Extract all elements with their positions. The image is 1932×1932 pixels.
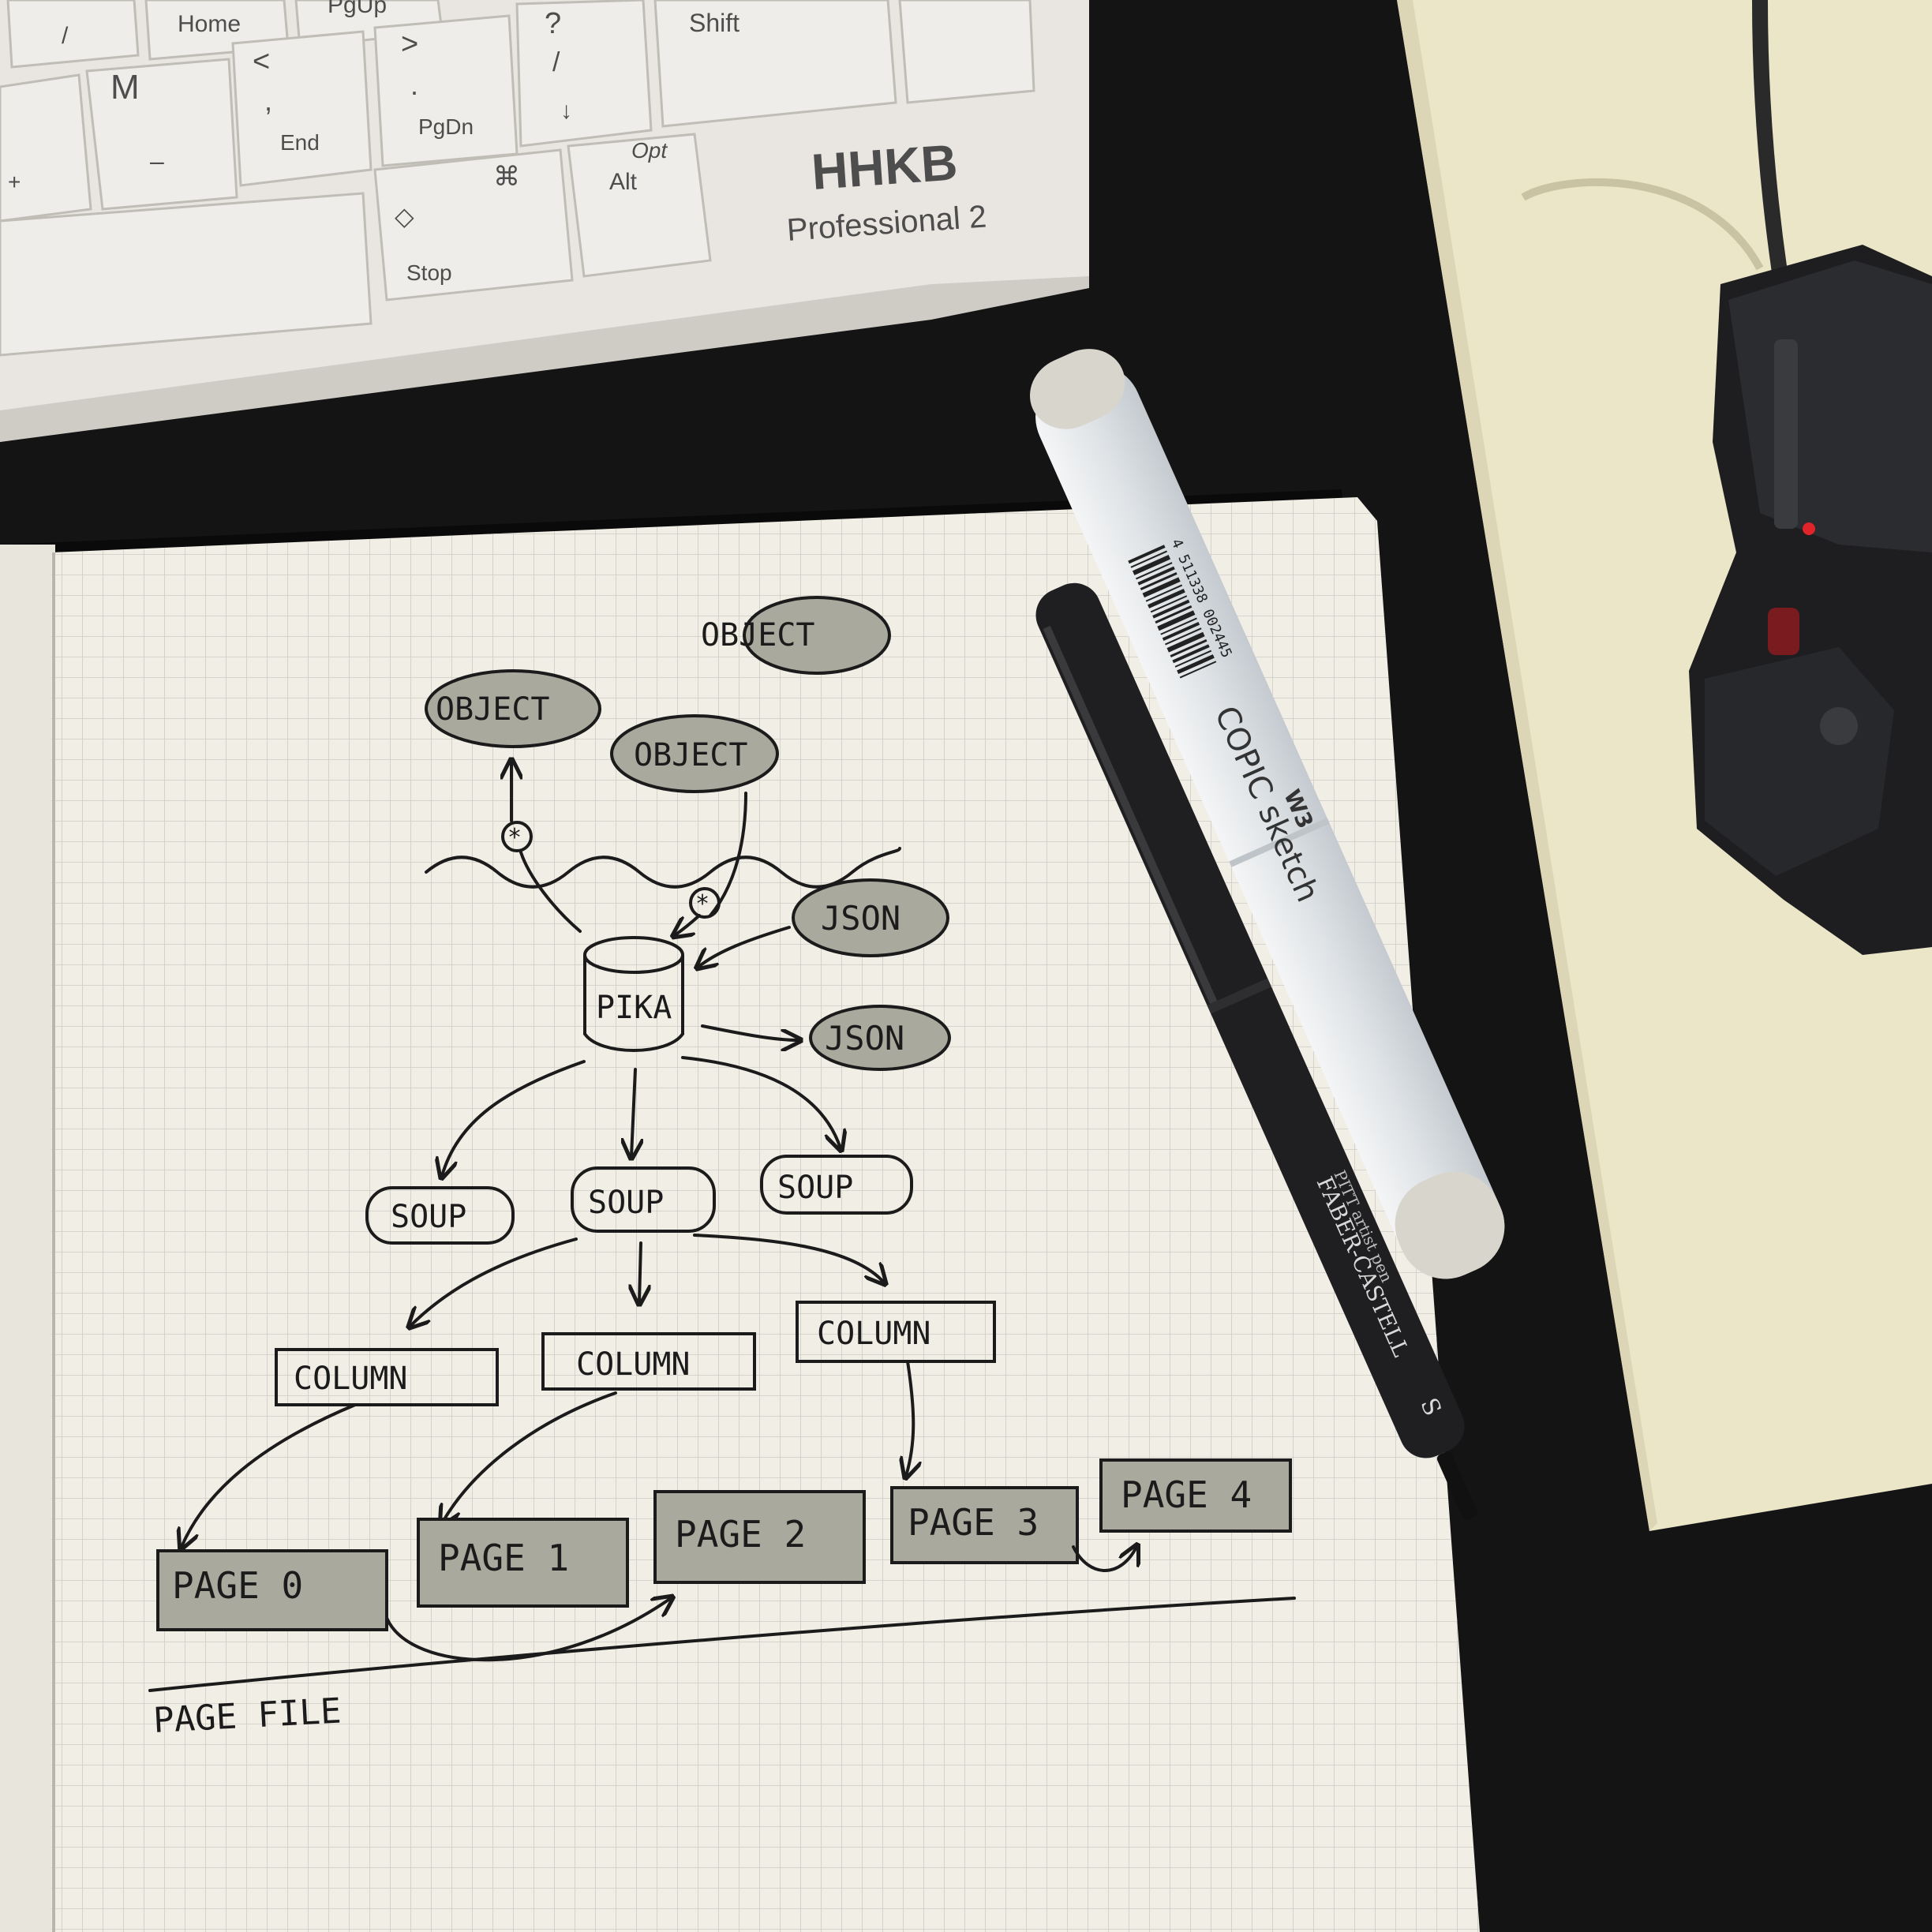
key-down-arrow: ↓ [560, 98, 572, 124]
page-label: PAGE 4 [1121, 1473, 1252, 1516]
barcode [1128, 545, 1217, 679]
svg-text:*: * [507, 824, 522, 852]
column-label: COLUMN [294, 1361, 408, 1397]
keyboard: / Home PgUp ? / ↓ Shift M – [0, 0, 1089, 442]
soup-label: SOUP [391, 1199, 466, 1235]
pika-label: PIKA [596, 990, 672, 1026]
key-lt-top: < [253, 45, 270, 78]
spacebar [0, 192, 373, 357]
key-end-label: End [280, 130, 320, 155]
key-m-label: M [110, 68, 140, 107]
notebook-page [51, 497, 1480, 1932]
svg-text:*: * [695, 890, 710, 918]
object-label: OBJECT [436, 691, 550, 728]
json-node-input: JSON [792, 878, 949, 957]
pika-store: PIKA [583, 936, 684, 1052]
json-label: JSON [825, 1019, 904, 1058]
key-lt-bottom: , [264, 84, 272, 117]
page-node-4: PAGE 4 [1099, 1458, 1292, 1533]
page-label: PAGE 3 [908, 1501, 1039, 1544]
page-label: PAGE 0 [172, 1564, 303, 1607]
key-right-edge [898, 0, 1035, 104]
key-lt: < , End [231, 30, 373, 187]
pagefile-label: PAGE FILE [152, 1691, 343, 1741]
page-label: PAGE 2 [675, 1513, 806, 1556]
key-opt-label: Opt [631, 138, 668, 163]
serialize-marker-left: * [501, 821, 533, 852]
notebook-left-page [0, 545, 55, 1932]
soup-label: SOUP [588, 1185, 664, 1221]
json-label: JSON [821, 899, 900, 938]
page-node-0: PAGE 0 [156, 1549, 388, 1631]
json-node-output: JSON [809, 1005, 951, 1071]
key-plus: + [0, 73, 92, 223]
column-node-right: COLUMN [796, 1301, 996, 1363]
page-node-2: PAGE 2 [653, 1490, 866, 1584]
key-gt: > . PgDn [373, 14, 519, 167]
soup-node-right: SOUP [760, 1155, 913, 1215]
sketch-diagram: OBJECT OBJECT OBJECT * * [148, 596, 1296, 1741]
column-label: COLUMN [576, 1346, 691, 1383]
soup-node-left: SOUP [365, 1186, 515, 1245]
object-label: OBJECT [634, 737, 748, 773]
soup-node-middle: SOUP [571, 1166, 716, 1233]
object-node-left: OBJECT [425, 669, 601, 748]
key-question-bottom: / [552, 47, 560, 77]
object-node-middle: OBJECT [610, 714, 779, 793]
pagefile-bracket [148, 1597, 1296, 1692]
page-label: PAGE 1 [438, 1537, 569, 1579]
key-diamond-label: ◇ [395, 202, 414, 230]
key-cmd-label: ⌘ [493, 162, 520, 192]
page-node-1: PAGE 1 [417, 1518, 629, 1608]
mouse [1689, 245, 1932, 955]
svg-text:/: / [62, 23, 69, 49]
key-alt: Opt Alt [567, 133, 712, 278]
object-label: OBJECT [701, 617, 815, 653]
key-alt-label: Alt [609, 169, 638, 195]
column-node-middle: COLUMN [541, 1332, 756, 1391]
key-question-top: ? [545, 7, 561, 40]
key-plus-label: + [8, 170, 21, 194]
key-home-label: Home [178, 11, 241, 37]
key-shift-label: Shift [689, 9, 739, 37]
column-node-left: COLUMN [275, 1348, 499, 1406]
copic-marker: 4 511338 002445 COPIC sketch W3 [1029, 349, 1505, 1279]
key-question: ? / ↓ [515, 0, 653, 148]
object-node-top: OBJECT [701, 596, 891, 675]
key-pgup-label: PgUp [328, 0, 387, 18]
column-label: COLUMN [817, 1316, 931, 1352]
mouse-cable [1752, 0, 1788, 274]
key-m: M – [85, 58, 238, 211]
key-minus-label: – [150, 147, 164, 175]
key-pgdn-label: PgDn [418, 114, 474, 139]
soup-label: SOUP [777, 1170, 853, 1206]
key-diamond-cmd: ◇ ⌘ Stop [373, 148, 574, 301]
key-slash: / [6, 0, 140, 69]
key-stop-label: Stop [406, 260, 452, 285]
page-node-3: PAGE 3 [890, 1486, 1079, 1564]
key-gt-bottom: . [410, 69, 418, 101]
key-shift: Shift [653, 0, 897, 128]
hhkb-logo: HHKB [810, 133, 959, 200]
key-gt-top: > [401, 28, 418, 61]
